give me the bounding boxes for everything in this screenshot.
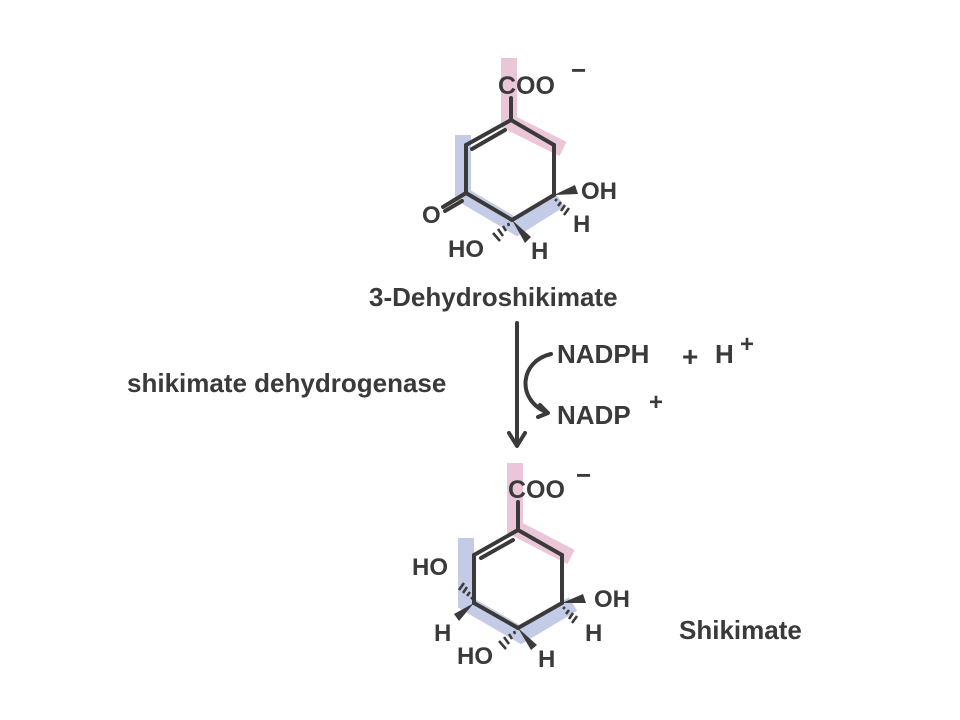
bottom-h-bottom-label: H bbox=[538, 646, 555, 673]
bottom-wedge-oh bbox=[562, 594, 586, 603]
plus-sign: + bbox=[682, 341, 698, 372]
bottom-h-left-label: H bbox=[434, 620, 451, 647]
top-hash-ho bbox=[492, 222, 511, 242]
top-h-right-label: H bbox=[573, 211, 590, 238]
cofactor-out-label: NADP bbox=[557, 400, 631, 430]
bottom-molecule: COO − HO H OH H HO H bbox=[412, 460, 630, 673]
top-ring-bonds bbox=[441, 96, 556, 222]
bottom-hash-ho-bottom bbox=[498, 630, 517, 650]
top-blue-highlight bbox=[455, 135, 565, 237]
top-molecule-name: 3-Dehydroshikimate bbox=[369, 282, 618, 312]
top-h-bottom-label: H bbox=[531, 238, 548, 265]
top-hash-h bbox=[554, 198, 571, 216]
bottom-blue-highlight bbox=[458, 538, 578, 645]
cofactor-out-charge: + bbox=[649, 389, 663, 416]
bottom-carboxylate-charge: − bbox=[576, 460, 591, 490]
top-ketone-o-label: O bbox=[422, 202, 441, 229]
top-carboxylate-charge: − bbox=[571, 55, 586, 85]
cofactor-in-label: NADPH bbox=[557, 339, 649, 369]
bottom-h-right-label: H bbox=[585, 620, 602, 647]
top-ho-bottom-label: HO bbox=[448, 236, 484, 263]
top-wedge-oh bbox=[554, 185, 578, 195]
top-wedge-h bbox=[512, 220, 531, 243]
bottom-wedge-h-bottom bbox=[518, 628, 537, 650]
reaction-arrow bbox=[507, 321, 553, 448]
enzyme-label: shikimate dehydrogenase bbox=[127, 368, 446, 398]
bottom-wedge-h-left bbox=[454, 603, 474, 621]
bottom-molecule-name: Shikimate bbox=[679, 615, 802, 645]
bottom-carboxylate-label: COO bbox=[508, 476, 565, 504]
top-oh-right-label: OH bbox=[581, 178, 617, 205]
bottom-oh-right-label: OH bbox=[594, 586, 630, 613]
proton-label: H bbox=[715, 339, 734, 369]
bottom-hash-ho-left bbox=[457, 582, 474, 600]
proton-charge: + bbox=[740, 331, 754, 358]
bottom-ring-bonds bbox=[472, 500, 564, 630]
bottom-ho-bottom-label: HO bbox=[457, 643, 493, 670]
cofactor-curve bbox=[523, 352, 553, 414]
bottom-hash-h-right bbox=[562, 606, 579, 624]
top-molecule: COO − O OH H HO H bbox=[422, 55, 617, 265]
top-carboxylate-label: COO bbox=[498, 72, 555, 100]
bottom-ho-left-label: HO bbox=[412, 554, 448, 581]
